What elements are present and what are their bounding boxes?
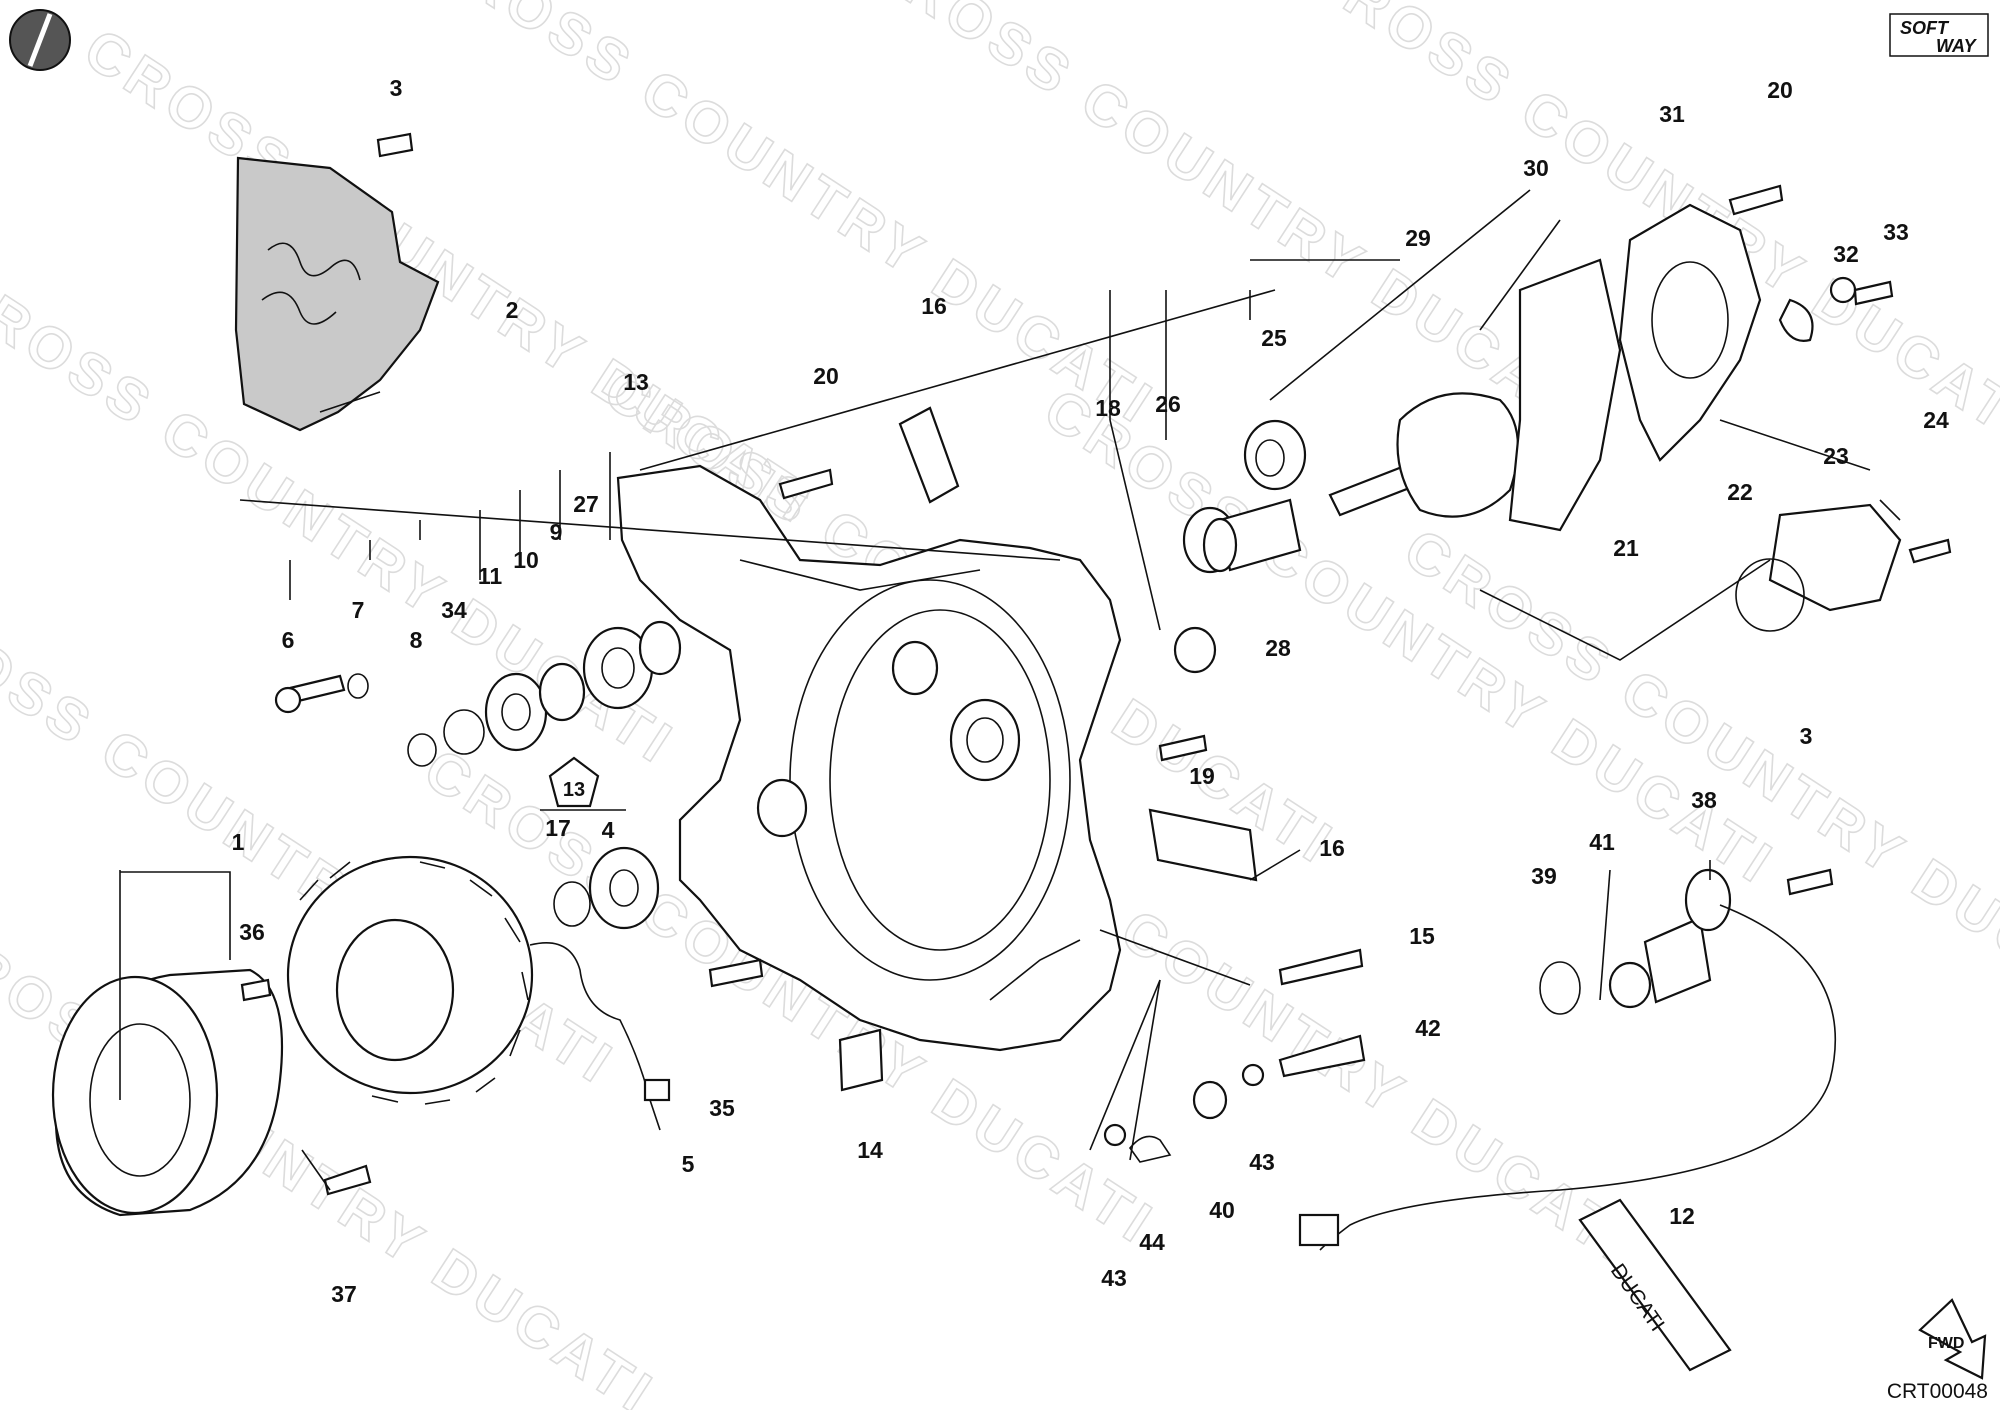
- callout-20: 20: [1767, 77, 1793, 103]
- callout-13: 13: [623, 369, 649, 395]
- callout-15: 15: [1409, 923, 1435, 949]
- water-pump-assembly: [1173, 203, 1814, 674]
- hose-fitting-lower: [1148, 808, 1258, 882]
- screw-37: [323, 1164, 372, 1196]
- callout-38: 38: [1691, 787, 1717, 813]
- sprocket-cover: [234, 156, 440, 432]
- callout-27: 27: [573, 491, 599, 517]
- callout-20: 20: [813, 363, 839, 389]
- callout-17: 17: [545, 815, 571, 841]
- callout-8: 8: [410, 627, 423, 653]
- callout-1: 1: [232, 829, 245, 855]
- callout-4: 4: [602, 817, 615, 843]
- callout-3: 3: [1800, 723, 1813, 749]
- callout-24: 24: [1923, 407, 1949, 433]
- generator-rotor: [51, 968, 284, 1217]
- callout-7: 7: [352, 597, 365, 623]
- callout-44: 44: [1139, 1229, 1165, 1255]
- svg-text:SOFT: SOFT: [1900, 18, 1950, 38]
- dowel-14: [838, 1028, 884, 1092]
- screw-3-right: [1786, 868, 1834, 896]
- o-ring-22: [1735, 558, 1805, 632]
- bearing-assembly-left: [274, 620, 682, 930]
- disc-icon: [9, 9, 71, 71]
- callout-10: 10: [513, 547, 539, 573]
- screw-3-top: [376, 132, 414, 158]
- callout-28: 28: [1265, 635, 1291, 661]
- callout-9: 9: [550, 519, 563, 545]
- callout-43: 43: [1249, 1149, 1275, 1175]
- svg-text:13: 13: [563, 779, 585, 801]
- leader-lines: [119, 189, 1901, 1191]
- screw-24: [1908, 538, 1952, 564]
- clip-44: [1128, 1135, 1172, 1163]
- callout-6: 6: [282, 627, 295, 653]
- forward-direction-arrow: FWD: [1918, 1298, 1987, 1380]
- callout-16: 16: [1319, 835, 1345, 861]
- callout-5: 5: [682, 1151, 695, 1177]
- screw-33: [1853, 280, 1894, 306]
- softway-logo: SOFT WAY: [1889, 13, 1989, 57]
- generator-stator: [286, 855, 534, 1105]
- bracket-35: [708, 958, 764, 988]
- washer-43-lower: [1103, 1123, 1127, 1147]
- callout-3: 3: [390, 75, 403, 101]
- callout-37: 37: [331, 1281, 357, 1307]
- pickup-sensor-assembly: [1298, 868, 1837, 1251]
- callout-23: 23: [1823, 443, 1849, 469]
- callout-labels: 1 2 3 3 4 5 6 7 8 9 10 11 12 13 14 15 16…: [232, 75, 1949, 1307]
- washer-32: [1829, 276, 1857, 304]
- grease-tube: DUCATI: [1578, 1198, 1732, 1372]
- callout-26: 26: [1155, 391, 1181, 417]
- stator-connector: [643, 1078, 671, 1102]
- callout-36: 36: [239, 919, 265, 945]
- callout-11: 11: [478, 563, 503, 589]
- callout-33: 33: [1883, 219, 1909, 245]
- washer-43: [1241, 1063, 1265, 1087]
- screw-42: [1278, 1034, 1366, 1078]
- generator-cover: [616, 464, 1122, 1052]
- callout-29: 29: [1405, 225, 1431, 251]
- callout-2: 2: [506, 297, 519, 323]
- callout-14: 14: [857, 1137, 883, 1163]
- callout-32: 32: [1833, 241, 1859, 267]
- callout-39: 39: [1531, 863, 1557, 889]
- callout-35: 35: [709, 1095, 735, 1121]
- bushing-40: [1192, 1080, 1228, 1120]
- screw-36: [240, 978, 272, 1002]
- screw-19: [1158, 734, 1208, 762]
- screw-15: [1278, 948, 1364, 986]
- callout-43: 43: [1101, 1265, 1127, 1291]
- callout-34: 34: [441, 597, 467, 623]
- svg-text:WAY: WAY: [1936, 36, 1978, 56]
- callout-25: 25: [1261, 325, 1287, 351]
- hose-fitting-upper: [898, 406, 960, 504]
- reference-code: CRT00048: [1887, 1380, 1988, 1403]
- group-reference-symbol: 13: [540, 756, 626, 811]
- screw-20-center: [778, 468, 834, 500]
- callout-31: 31: [1659, 101, 1685, 127]
- callout-12: 12: [1669, 1203, 1695, 1229]
- callout-16: 16: [921, 293, 947, 319]
- callout-40: 40: [1209, 1197, 1235, 1223]
- screw-20-right: [1728, 184, 1784, 216]
- callout-21: 21: [1613, 535, 1639, 561]
- stator-wire: [529, 941, 661, 1131]
- callout-18: 18: [1095, 395, 1121, 421]
- callout-30: 30: [1523, 155, 1549, 181]
- flange-23: [1768, 503, 1902, 612]
- callout-22: 22: [1727, 479, 1753, 505]
- callout-42: 42: [1415, 1015, 1441, 1041]
- callout-41: 41: [1589, 829, 1615, 855]
- svg-text:FWD: FWD: [1928, 1335, 1964, 1352]
- callout-19: 19: [1189, 763, 1215, 789]
